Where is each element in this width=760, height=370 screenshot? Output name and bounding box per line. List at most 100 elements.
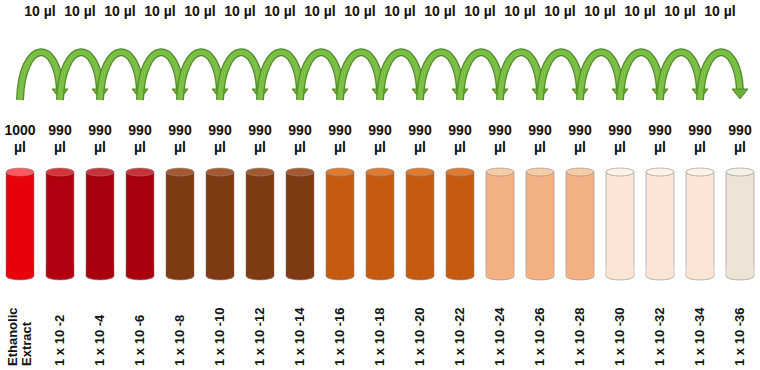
concentration-label: 1 x 10 -34 [693, 282, 707, 366]
tube-shape [281, 166, 319, 282]
dilution-tube: 990 µl1 x 10 -10 [201, 100, 239, 368]
arrow-shaft [580, 52, 620, 100]
tube-fill [606, 266, 633, 276]
tube-fill [406, 266, 433, 276]
tube-fill [166, 266, 193, 276]
concentration-label: 1 x 10 -22 [453, 282, 467, 366]
tube-fill [366, 266, 393, 276]
arrow-shaft [60, 52, 100, 100]
tube-shape [121, 166, 159, 282]
tube-body [126, 172, 154, 276]
concentration-label: 1 x 10 -6 [133, 282, 147, 366]
tube-body [326, 172, 354, 276]
arrow-shaft [540, 52, 580, 100]
tube-shape [641, 166, 679, 282]
tube-fill [446, 266, 473, 276]
arrow-outline [260, 52, 300, 100]
volume-label: 990 µl [601, 122, 639, 156]
tube-top [406, 168, 434, 176]
arrow-shaft [500, 52, 540, 100]
tube-top [6, 168, 34, 176]
tube-shape [721, 166, 759, 282]
volume-label: 990 µl [161, 122, 199, 156]
dilution-tube: 1000 µlEthanolic Extract [1, 100, 39, 368]
concentration-label: 1 x 10 -16 [333, 282, 347, 366]
tube-fill [286, 266, 313, 276]
tube-shape [601, 166, 639, 282]
tube-body [726, 172, 754, 276]
arrow-head [732, 89, 748, 99]
concentration-label: 1 x 10 -18 [373, 282, 387, 366]
transfer-volume: 10 µl [22, 3, 58, 20]
volume-label: 1000 µl [1, 122, 39, 156]
transfer-volume: 10 µl [502, 3, 538, 20]
tube-fill [86, 266, 113, 276]
dilution-tube: 990 µl 1 x 10 -14 [281, 100, 319, 368]
arrow-outline [420, 52, 460, 100]
tube-top [686, 168, 714, 176]
tube-body [406, 172, 434, 276]
transfer-volume: 10 µl [182, 3, 218, 20]
tube-fill [646, 266, 673, 276]
tube-fill [246, 266, 273, 276]
tube-shape [321, 166, 359, 282]
tube-fill [126, 266, 153, 276]
tube-body [166, 172, 194, 276]
concentration-label: 1 x 10 -28 [573, 282, 587, 366]
tube-body [86, 172, 114, 276]
tube-top [606, 168, 634, 176]
dilution-tube: 990 µl1 x 10 -22 [441, 100, 479, 368]
arrow-shaft [220, 52, 260, 100]
tube-shape [161, 166, 199, 282]
arrow-shaft [380, 52, 420, 100]
tube-fill [46, 266, 73, 276]
tube-shape [201, 166, 239, 282]
transfer-volume: 10 µl [422, 3, 458, 20]
tube-fill [566, 266, 593, 276]
transfer-volume: 10 µl [102, 3, 138, 20]
tube-shape [401, 166, 439, 282]
arrow-outline [580, 52, 620, 100]
volume-label: 990 µl [281, 122, 319, 156]
tube-shape [481, 166, 519, 282]
arrow-shaft [140, 52, 180, 100]
dilution-tube: 990 µl1 x 10 -16 [321, 100, 359, 368]
tube-body [286, 172, 314, 276]
volume-label: 990 µl [361, 122, 399, 156]
volume-label: 990 µl [641, 122, 679, 156]
dilution-tube: 990 µl1 x 10 -6 [121, 100, 159, 368]
transfer-volume: 10 µl [542, 3, 578, 20]
tube-fill [486, 266, 513, 276]
tube-fill [526, 266, 553, 276]
tube-top [206, 168, 234, 176]
arrow-outline [180, 52, 220, 100]
arrow-outline [540, 52, 580, 100]
arrow-outline [620, 52, 660, 100]
tube-shape [241, 166, 279, 282]
dilution-tube: 990 µl1 x 10 -2 [41, 100, 79, 368]
transfer-volume: 10 µl [262, 3, 298, 20]
tube-body [6, 172, 34, 276]
arrow-outline [140, 52, 180, 100]
dilution-tube: 990 µl1 x 10 -8 [161, 100, 199, 368]
transfer-arrow [700, 52, 748, 100]
arrow-shaft [20, 52, 60, 100]
arrow-outline [380, 52, 420, 100]
tube-body [646, 172, 674, 276]
concentration-label: 1 x 10 -30 [613, 282, 627, 366]
concentration-label: 1 x 10 -32 [653, 282, 667, 366]
tube-shape [361, 166, 399, 282]
tube-top [286, 168, 314, 176]
volume-label: 990 µl [81, 122, 119, 156]
concentration-label: 1 x 10 -10 [213, 282, 227, 366]
tube-body [486, 172, 514, 276]
transfer-volume: 10 µl [622, 3, 658, 20]
arrow-outline [60, 52, 100, 100]
tube-fill [326, 266, 353, 276]
arrow-shaft [340, 52, 380, 100]
tube-body [446, 172, 474, 276]
arrow-outline [100, 52, 140, 100]
concentration-label: 1 x 10 -14 [293, 282, 307, 366]
tube-shape [681, 166, 719, 282]
